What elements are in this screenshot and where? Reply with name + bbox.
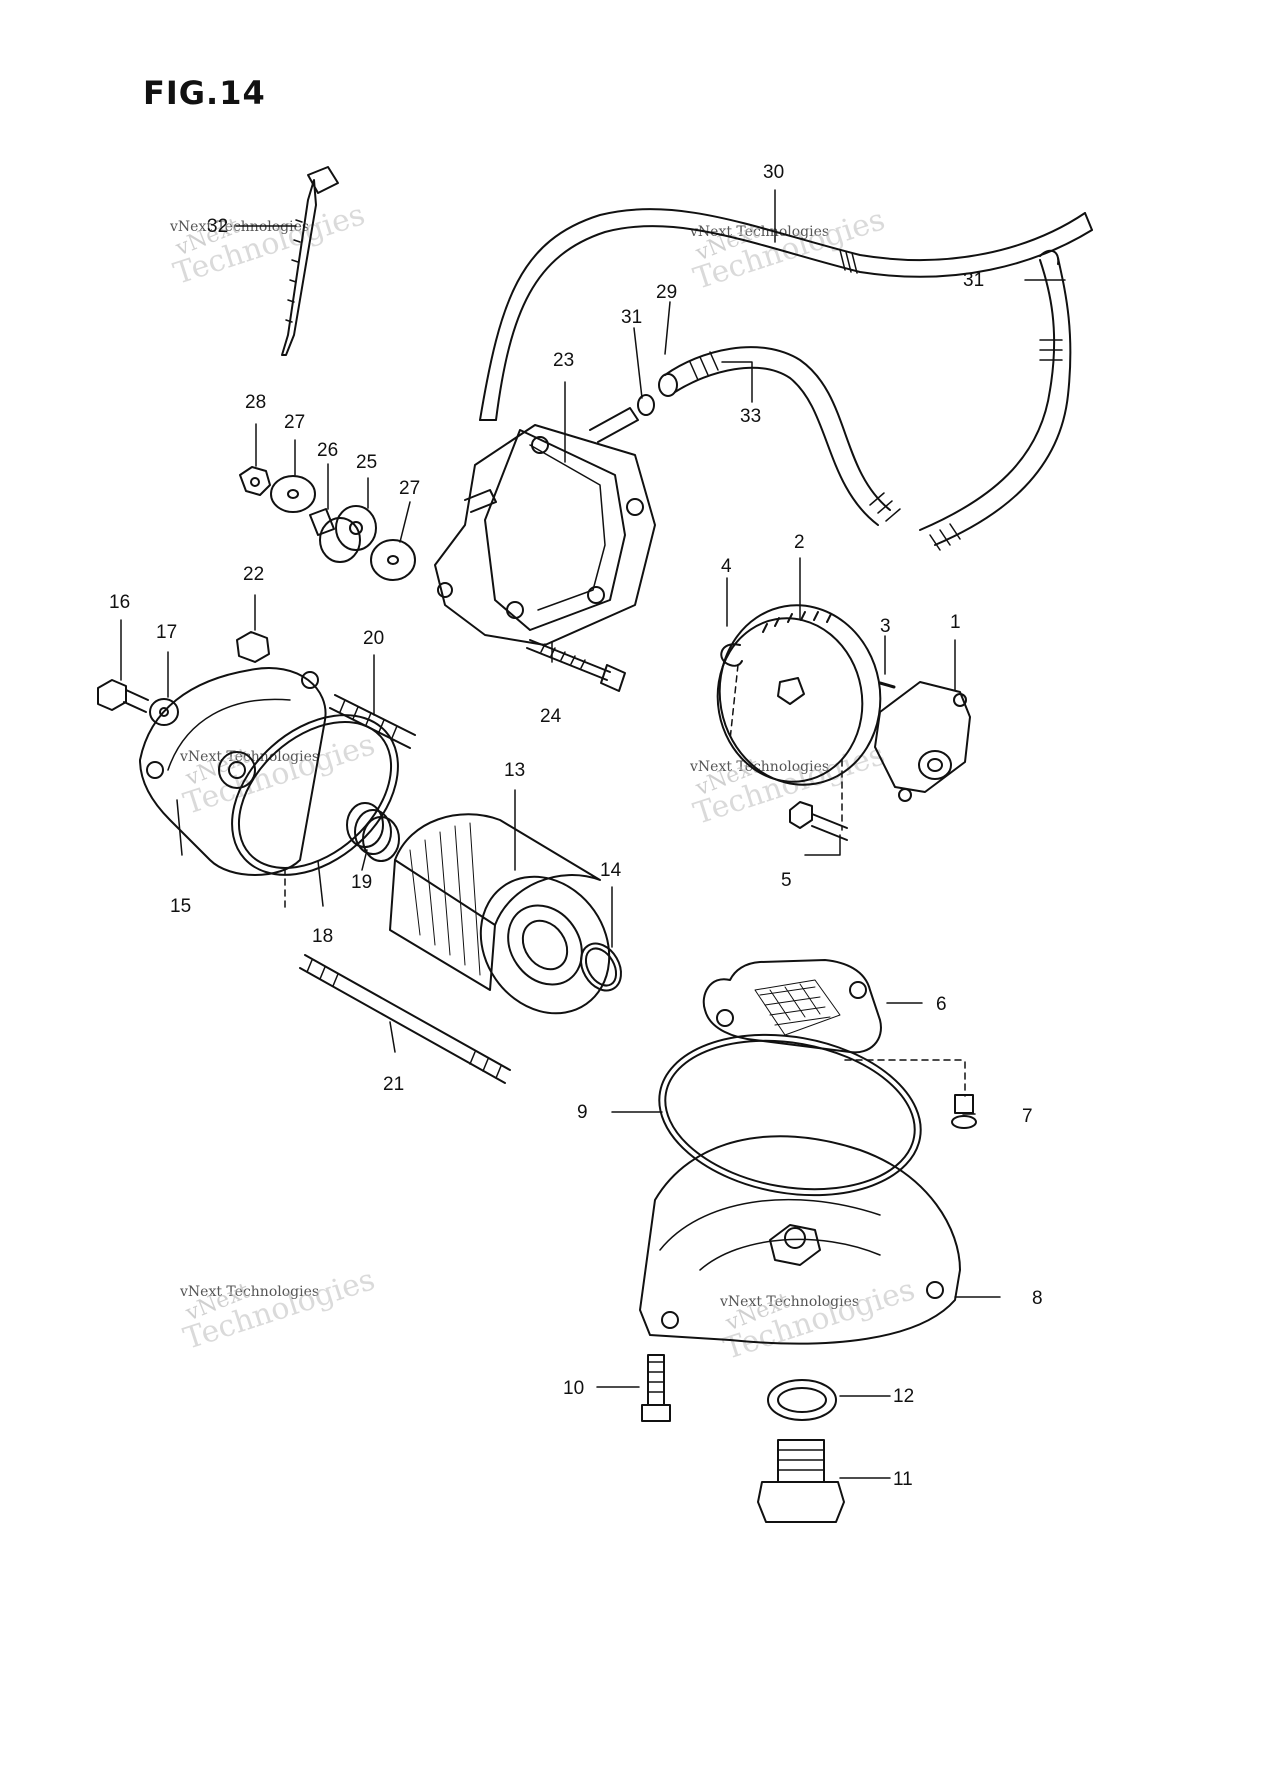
part-27-washer [270, 475, 416, 581]
callout-27: 27 [284, 412, 305, 433]
part-10-bolt [641, 1354, 671, 1422]
part-33-hose [658, 257, 1072, 551]
part-11-drain-plug [757, 1439, 845, 1523]
part-9-gasket [658, 1033, 922, 1197]
callout-labels: 30 32 31 29 31 23 33 28 27 26 25 27 22 1… [109, 162, 1043, 1490]
callout-2: 2 [794, 532, 805, 553]
callout-24: 24 [540, 706, 562, 727]
part-24-bolt [526, 639, 626, 692]
leader-lines [120, 189, 1066, 1479]
callout-9: 9 [577, 1102, 588, 1123]
callout-23: 23 [553, 350, 574, 371]
part-32-cable-tie [281, 166, 339, 356]
callout-17: 17 [156, 622, 177, 643]
part-15-filter-cover [139, 667, 327, 876]
part-4-circlip [720, 643, 743, 667]
callout-18: 18 [312, 926, 333, 947]
callout-15: 15 [170, 896, 191, 917]
callout-14: 14 [600, 860, 622, 881]
part-12-washer [767, 1379, 837, 1421]
part-19-spring [346, 802, 400, 862]
part-13-oil-filter [389, 813, 611, 1015]
part-14-o-ring [580, 942, 622, 992]
callout-1: 1 [950, 612, 961, 633]
callout-13: 13 [504, 760, 525, 781]
part-2-pump-gear [716, 604, 882, 786]
part-5-bolt [789, 801, 848, 841]
callout-31: 31 [621, 307, 642, 328]
part-17-washer [149, 698, 179, 726]
callout-26: 26 [317, 440, 338, 461]
part-8-oil-pan [639, 1135, 961, 1345]
callout-7: 7 [1022, 1106, 1033, 1127]
callout-11: 11 [893, 1469, 913, 1490]
figure-title: FIG.14 [143, 74, 266, 112]
callout-32: 32 [207, 216, 228, 237]
part-28-nut [239, 466, 271, 496]
part-22-nut [236, 631, 270, 663]
callout-31: 31 [963, 270, 984, 291]
part-25-grommet [319, 505, 377, 563]
callout-16: 16 [109, 592, 130, 613]
callout-3: 3 [880, 616, 891, 637]
callout-8: 8 [1032, 1288, 1043, 1309]
callout-25: 25 [356, 452, 377, 473]
part-30-hose [479, 208, 1093, 421]
part-6-oil-strainer [702, 959, 882, 1054]
callout-19: 19 [351, 872, 372, 893]
callout-4: 4 [721, 556, 732, 577]
callout-27: 27 [399, 478, 420, 499]
callout-29: 29 [656, 282, 677, 303]
callout-28: 28 [245, 392, 266, 413]
part-1-oil-pump-body [874, 681, 971, 802]
callout-30: 30 [763, 162, 784, 183]
callout-6: 6 [936, 994, 947, 1015]
callout-12: 12 [893, 1386, 914, 1407]
part-31-clip [637, 249, 1060, 416]
part-21-stud [299, 954, 511, 1084]
callout-20: 20 [363, 628, 384, 649]
callout-22: 22 [243, 564, 264, 585]
callout-21: 21 [383, 1074, 404, 1095]
callout-10: 10 [563, 1378, 584, 1399]
part-26-collar [309, 508, 335, 536]
callout-5: 5 [781, 870, 792, 891]
part-16-bolt [97, 679, 149, 713]
part-23-fuel-pump [434, 407, 656, 646]
callout-33: 33 [740, 406, 761, 427]
part-7-bolt [951, 1094, 977, 1129]
part-3-pin [878, 681, 896, 689]
